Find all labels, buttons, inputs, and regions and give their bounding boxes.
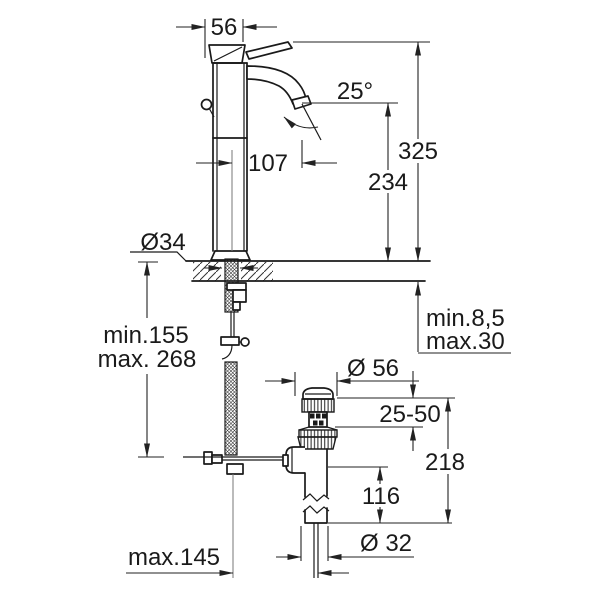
clamp-screw — [240, 337, 250, 347]
dim-waste-tail-height-label: 116 — [362, 483, 400, 510]
dim-waste-pipe-diameter: Ø 32 — [276, 526, 414, 561]
dim-waste-flange-diameter-label: Ø 56 — [347, 355, 399, 382]
dim-waste-adjust-range: 25-50 — [335, 371, 455, 451]
faucet-head — [208, 44, 246, 64]
dim-rod-max-label: max. 268 — [98, 346, 197, 373]
dim-hole-diameter: Ø34 — [140, 229, 258, 271]
waste-slotted-body — [308, 411, 328, 428]
dim-rod-reach-label: max.145 — [128, 544, 220, 571]
dim-waste-height: 218 — [425, 397, 465, 524]
dim-deck-max-label: max.30 — [426, 328, 505, 355]
faucet-body — [210, 62, 251, 261]
water-stream-angle — [283, 103, 322, 168]
dim-height-total-label: 325 — [398, 138, 438, 165]
pop-up-waste — [282, 387, 338, 578]
faucet-lever-handle — [245, 41, 293, 60]
dim-waste-height-label: 218 — [425, 449, 465, 476]
pull-rod-knob — [200, 98, 215, 118]
dim-spout-angle: 25° — [337, 78, 373, 105]
dim-spout-reach: 107 — [196, 150, 337, 177]
spout — [246, 65, 312, 110]
faucet — [200, 41, 322, 261]
dim-deck-min-label: min.8,5 — [426, 305, 505, 332]
dim-spout-angle-label: 25° — [337, 78, 373, 105]
inner-drain-tube — [313, 523, 319, 578]
dim-head-width-label: 56 — [211, 14, 238, 41]
dim-rod-reach: max.145 — [126, 544, 349, 576]
dim-waste-adjust-label: 25-50 — [379, 401, 440, 428]
dim-waste-pipe-diameter-label: Ø 32 — [360, 530, 412, 557]
dim-waste-tail-height: 116 — [328, 466, 452, 524]
dim-height-total: 325 — [293, 41, 438, 262]
dim-head-width: 56 — [176, 14, 277, 58]
horizontal-popup-rod — [183, 451, 288, 465]
dim-waste-flange-diameter: Ø 56 — [265, 355, 419, 396]
dim-height-spout-label: 234 — [368, 169, 408, 196]
waste-tailpipe — [302, 448, 330, 578]
pipe-break-symbol — [302, 493, 330, 502]
dim-hole-diameter-label: Ø34 — [140, 229, 185, 256]
mounting-deck — [130, 251, 431, 282]
dim-rod-min-label: min.155 — [103, 322, 188, 349]
dim-spout-reach-label: 107 — [248, 150, 288, 177]
waste-ball-housing — [282, 446, 305, 474]
waste-locknut — [297, 436, 337, 450]
waste-flange-ring — [298, 429, 338, 438]
pull-rod — [220, 312, 250, 360]
dim-height-spout: 234 — [302, 102, 408, 262]
aerator — [291, 95, 312, 110]
waste-knurled-band — [301, 398, 335, 413]
dim-deck-thickness: min.8,5 max.30 — [415, 281, 511, 355]
flexible-hose — [224, 361, 244, 475]
dim-rod-length: min.155 max. 268 — [98, 261, 197, 458]
